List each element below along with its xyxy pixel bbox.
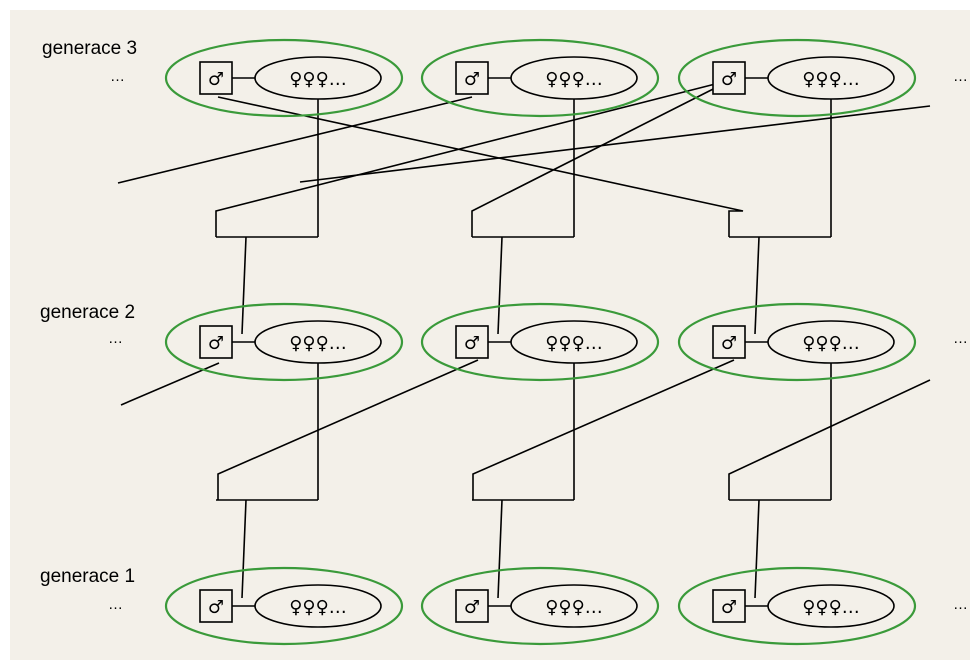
female-ellipse (254, 56, 382, 100)
cross-line-g3-col3 (471, 79, 732, 237)
male-descent-line (241, 236, 247, 335)
cross-line-g2-col1 (217, 359, 479, 500)
male-box (455, 325, 489, 359)
female-ellipse (510, 56, 638, 100)
male-box (199, 61, 233, 95)
female-ellipse (510, 320, 638, 364)
male-box (712, 589, 746, 623)
generation-2-left-dots: … (108, 330, 123, 347)
male-box (712, 325, 746, 359)
female-symbols-icon: ♀♀♀… (545, 69, 603, 90)
female-ellipse (510, 584, 638, 628)
generation-3-group-2-outline (420, 38, 660, 118)
female-symbols-icon: ♀♀♀… (802, 333, 860, 354)
female-symbols-icon: ♀♀♀… (802, 597, 860, 618)
generation-1-group-1-outline (164, 566, 404, 646)
female-ellipse (767, 584, 895, 628)
female-symbols-icon: ♀♀♀… (289, 333, 347, 354)
cross-line-g3-col1 (217, 96, 744, 237)
male-descent-line (497, 236, 503, 335)
female-symbols-icon: ♀♀♀… (289, 69, 347, 90)
male-symbol-icon: ♂ (208, 597, 224, 618)
generation-3-group-3-outline (677, 38, 917, 118)
generation-2-group-3-outline (677, 302, 917, 382)
male-box (455, 61, 489, 95)
female-ellipse (767, 320, 895, 364)
male-symbol-icon: ♂ (208, 333, 224, 354)
generation-1-group-2-outline (420, 566, 660, 646)
generation-2-right-dots: … (953, 330, 968, 347)
male-symbol-icon: ♂ (721, 333, 737, 354)
male-symbol-icon: ♂ (464, 69, 480, 90)
male-symbol-icon: ♂ (464, 333, 480, 354)
male-descent-line (497, 499, 503, 599)
generation-3-left-dots: … (110, 68, 125, 85)
generation-2-group-1-outline (164, 302, 404, 382)
generation-1-label: generace 1 (40, 566, 136, 587)
cross-line-out-right (299, 105, 931, 183)
generation-3-group-1-outline (164, 38, 404, 118)
male-symbol-icon: ♂ (208, 69, 224, 90)
male-symbol-icon: ♂ (721, 597, 737, 618)
generation-1-right-dots: … (953, 596, 968, 613)
male-box (199, 325, 233, 359)
cross-line-g3-col2 (215, 79, 732, 237)
female-symbols-icon: ♀♀♀… (545, 333, 603, 354)
female-symbols-icon: ♀♀♀… (802, 69, 860, 90)
female-symbols-icon: ♀♀♀… (545, 597, 603, 618)
male-symbol-icon: ♂ (464, 597, 480, 618)
generation-1-group-3-outline (677, 566, 917, 646)
female-symbols-icon: ♀♀♀… (289, 597, 347, 618)
female-ellipse (254, 320, 382, 364)
male-descent-line (241, 499, 247, 599)
generation-2-label: generace 2 (40, 302, 136, 323)
female-ellipse (767, 56, 895, 100)
male-descent-line (754, 499, 760, 599)
generation-2-group-2-outline (420, 302, 660, 382)
male-symbol-icon: ♂ (721, 69, 737, 90)
male-descent-line (754, 236, 760, 335)
generation-1-left-dots: … (108, 596, 123, 613)
generation-3-label: generace 3 (42, 38, 138, 59)
cross-line-in-left (117, 96, 473, 184)
generation-3-right-dots: … (953, 68, 968, 85)
cross-line-g2-out-right (728, 379, 931, 500)
cross-line-g2-col2 (472, 359, 735, 500)
female-ellipse (254, 584, 382, 628)
